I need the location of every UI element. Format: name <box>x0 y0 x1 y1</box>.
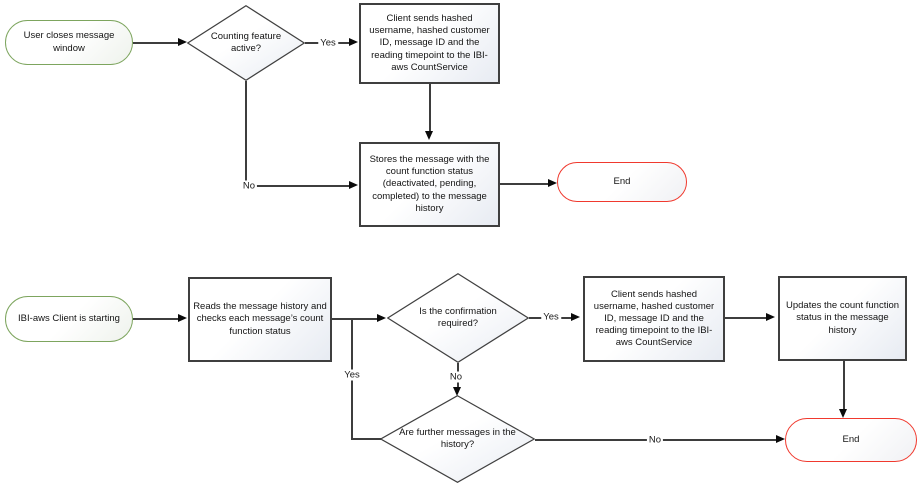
decision-counting-feature-label: Counting feature active? <box>210 30 282 54</box>
arrowhead-into-stores <box>425 131 433 140</box>
edge-label-yes-confirmation: Yes <box>541 311 561 323</box>
process-client-sends-countservice-bottom: Client sends hashed username, hashed cus… <box>583 276 725 362</box>
connector-reads-to-confirmation-decision <box>332 318 377 320</box>
connector-stores-to-end <box>500 183 548 185</box>
connector-start-to-counting-decision <box>133 42 178 44</box>
connector-updates-to-end <box>843 361 845 409</box>
edge-label-yes-loop: Yes <box>342 369 362 381</box>
decision-confirmation-required: Is the confirmation required? <box>387 273 529 363</box>
decision-further-messages: Are further messages in the history? <box>380 395 535 483</box>
end-node-top: End <box>557 162 687 202</box>
arrowhead-into-client-sends-bottom <box>571 313 580 321</box>
edge-label-no-further: No <box>646 434 664 446</box>
start-node-client-starting: IBI-aws Client is starting <box>5 296 133 342</box>
arrowhead-into-end-top <box>548 179 557 187</box>
connector-start-to-reads <box>133 318 178 320</box>
connector-counting-no-vertical <box>245 81 247 186</box>
connector-further-yes-horizontal <box>351 438 381 440</box>
start-node-user-closes-window: User closes message window <box>5 20 133 65</box>
process-updates-count-status: Updates the count function status in the… <box>778 276 907 361</box>
edge-label-no-confirmation: No <box>447 371 465 383</box>
edge-label-yes-top: Yes <box>318 37 338 49</box>
connector-client-sends-to-updates <box>725 317 766 319</box>
decision-counting-feature-active: Counting feature active? <box>187 5 305 81</box>
arrowhead-into-end-bottom-top <box>839 409 847 418</box>
arrowhead-into-client-sends-top <box>349 38 358 46</box>
arrowhead-into-updates <box>766 313 775 321</box>
edge-label-no-top: No <box>240 180 258 192</box>
end-node-bottom: End <box>785 418 917 462</box>
connector-counting-no-horizontal <box>245 185 349 187</box>
arrowhead-into-reads <box>178 314 187 322</box>
decision-further-messages-label: Are further messages in the history? <box>399 426 516 450</box>
arrowhead-into-counting-decision <box>178 38 187 46</box>
connector-client-sends-to-stores <box>429 84 431 131</box>
arrowhead-into-stores-left <box>349 181 358 189</box>
arrowhead-into-further-decision <box>453 387 461 396</box>
decision-confirmation-label: Is the confirmation required? <box>419 305 497 329</box>
process-reads-message-history: Reads the message history and checks eac… <box>188 277 332 362</box>
process-client-sends-countservice-top: Client sends hashed username, hashed cus… <box>359 3 500 84</box>
process-stores-message-history: Stores the message with the count functi… <box>359 142 500 227</box>
arrowhead-into-end-bottom-left <box>776 435 785 443</box>
arrowhead-into-confirmation-decision <box>377 314 386 322</box>
